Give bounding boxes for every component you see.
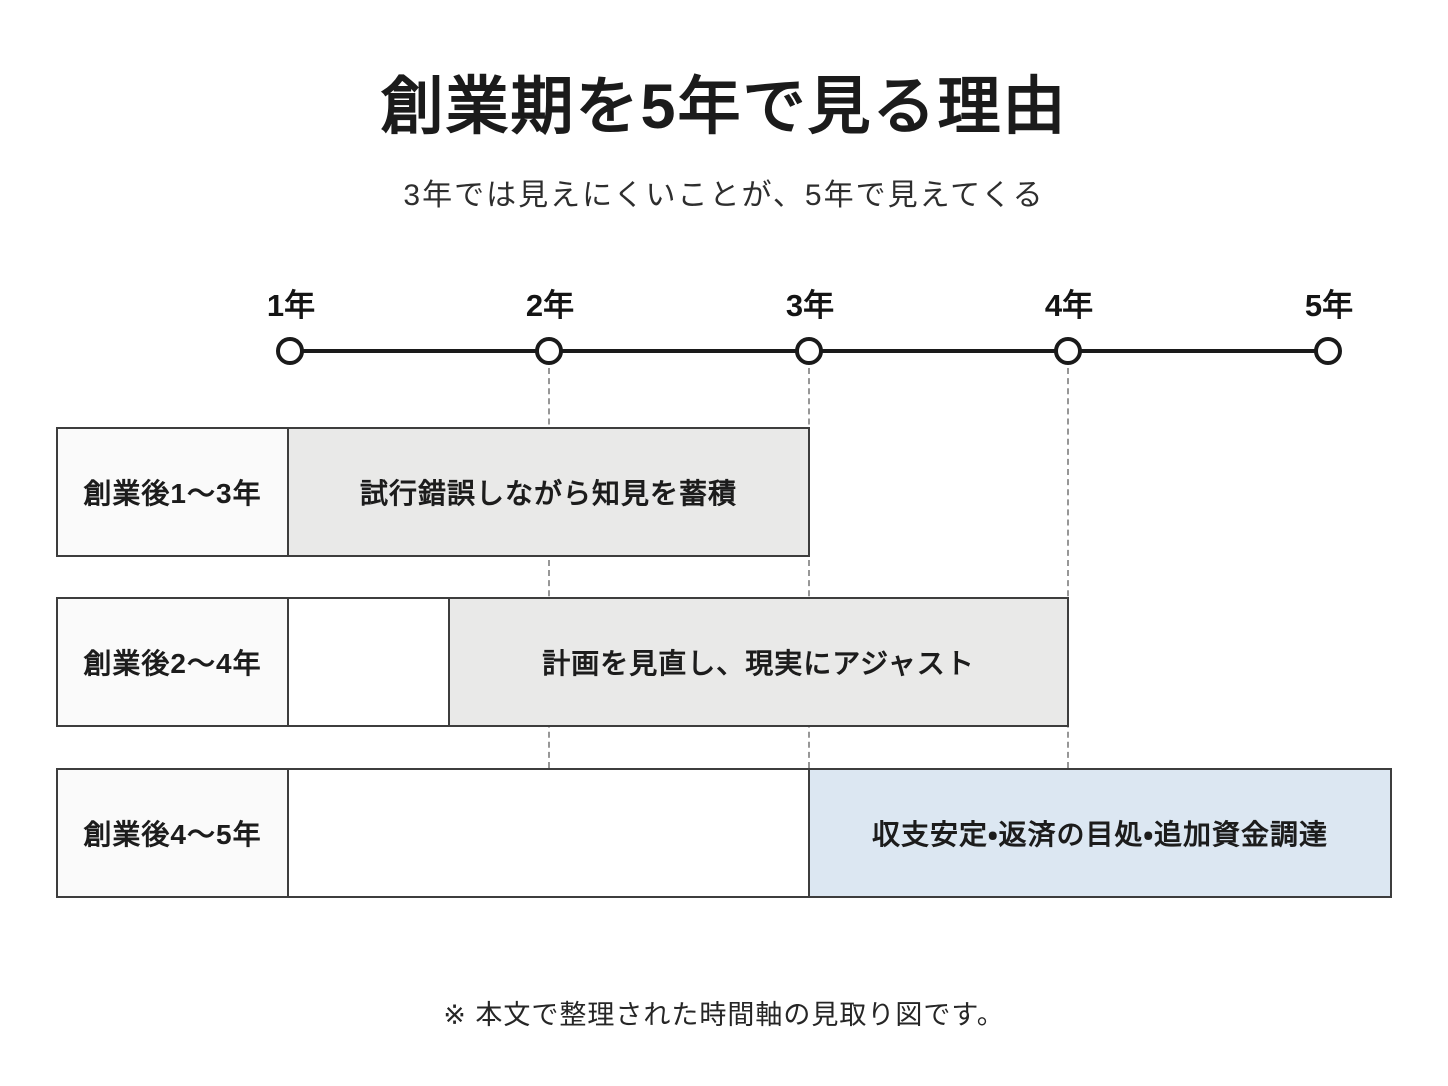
phase-row-3-bar: 収支安定・返済の目処・追加資金調達 (808, 770, 1390, 896)
year-label-5: 5年 (1304, 288, 1354, 323)
year-label-1: 1年 (266, 288, 316, 323)
dotted-guide-year4 (1067, 368, 1069, 768)
phase-row-1: 創業後1〜3年 試行錯誤しながら知見を蓄積 (56, 427, 810, 557)
phase-row-2-bar: 計画を見直し、現実にアジャスト (448, 599, 1067, 725)
page-subtitle: 3年では見えにくいことが、5年で見えてくる (403, 179, 1045, 212)
dotted-guide-year2 (548, 368, 550, 768)
phase-row-2-label: 創業後2〜4年 (58, 599, 289, 725)
timeline-node-year2 (535, 337, 563, 365)
dotted-guide-year3 (808, 368, 810, 768)
phase-row-3-label: 創業後4〜5年 (58, 770, 289, 896)
year-label-4: 4年 (1044, 288, 1094, 323)
phase-row-3-spacer (289, 770, 808, 896)
timeline-node-year3 (795, 337, 823, 365)
timeline-node-year4 (1054, 337, 1082, 365)
year-label-2: 2年 (525, 288, 575, 323)
phase-row-3: 創業後4〜5年 収支安定・返済の目処・追加資金調達 (56, 768, 1392, 898)
footnote: ※ 本文で整理された時間軸の見取り図です。 (443, 1000, 1005, 1030)
phase-row-2-spacer (289, 599, 448, 725)
timeline-node-year1 (276, 337, 304, 365)
phase-row-1-bar: 試行錯誤しながら知見を蓄積 (289, 429, 808, 555)
year-label-3: 3年 (785, 288, 835, 323)
phase-row-1-label: 創業後1〜3年 (58, 429, 289, 555)
timeline-node-year5 (1314, 337, 1342, 365)
phase-row-2: 創業後2〜4年 計画を見直し、現実にアジャスト (56, 597, 1069, 727)
page-title: 創業期を5年で見る理由 (380, 72, 1068, 142)
